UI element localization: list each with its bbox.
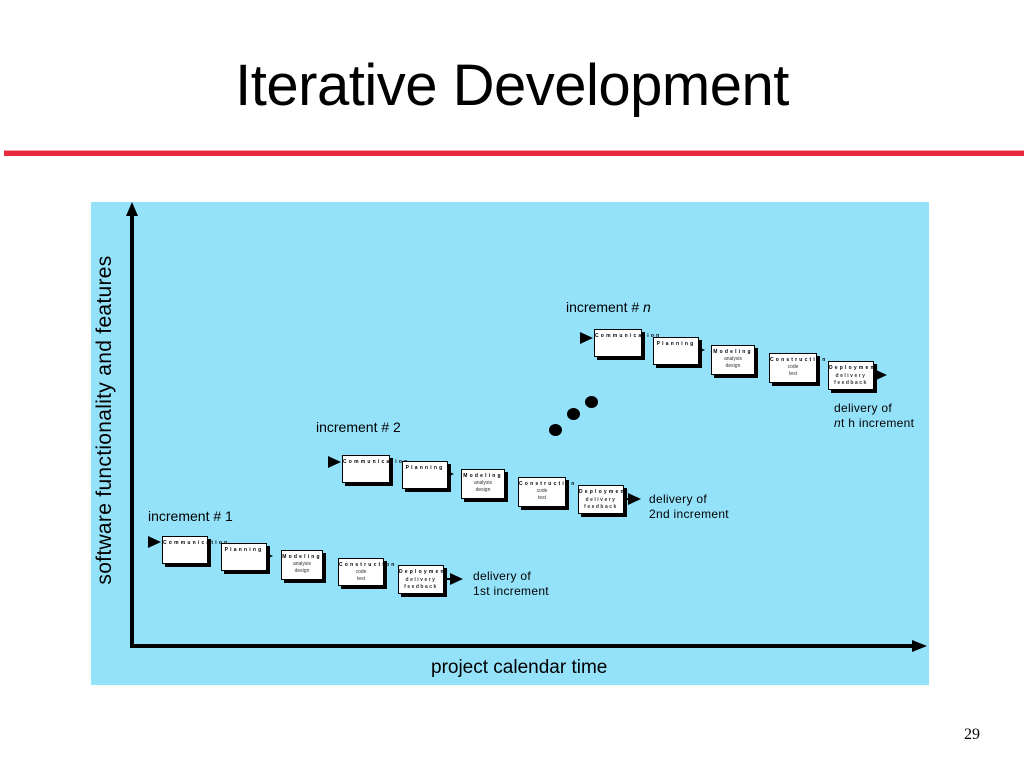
increment-1-planning-box: Planning [221,543,267,571]
page-number: 29 [964,726,980,743]
increment-2-deployment-box: Deployment delivery feedback [578,485,627,514]
increment-2-construction-box: Construction code test [518,477,574,507]
increment-n-end-arrow [874,369,887,381]
increment-n-construction-box: Construction code test [769,353,825,383]
increment-2-end-lead [624,498,630,500]
x-axis-label: project calendar time [431,657,608,678]
increment-n-start-arrow [580,332,593,344]
increment-2-communication-box: Communication [342,455,407,483]
increment-1-arrow-2 [266,553,273,559]
increment-1-end-arrow [450,573,463,585]
ellipsis-dot-2 [567,408,580,420]
y-axis-arrowhead [126,202,138,216]
increment-1-start-arrow [148,536,161,548]
x-axis-arrowhead [912,640,927,652]
increment-n-label: increment # n [566,299,651,315]
increment-n-communication-box: Communication [594,329,659,357]
slide-title: Iterative Development [235,53,789,118]
increment-2-start-arrow [328,456,341,468]
increment-2-end-arrow [628,493,641,505]
increment-n-deployment-box: Deployment delivery feedback [828,361,877,390]
increment-2-label: increment # 2 [316,419,401,435]
increment-n-modeling-box: Modeling analysis design [711,345,755,375]
increment-1-delivery-label: delivery of 1st increment [473,569,549,598]
increment-2-delivery-label: delivery of 2nd increment [649,492,729,521]
increment-1-communication-box: Communication [162,536,227,564]
increment-2-arrow-2 [447,471,454,477]
increment-1-modeling-box: Modeling analysis design [281,550,323,580]
ellipsis-dot-3 [585,396,598,408]
increment-1-construction-box: Construction code test [338,558,394,586]
increment-1-deployment-box: Deployment delivery feedback [398,565,447,594]
ellipsis-dot-1 [549,424,562,436]
increment-1-end-lead [444,578,452,580]
increment-2-modeling-box: Modeling analysis design [461,469,505,499]
increment-n-planning-box: Planning [653,337,699,365]
title-divider [4,150,1024,156]
diagram-panel [91,202,929,685]
increment-n-arrow-2 [698,347,705,353]
increment-2-planning-box: Planning [402,461,448,489]
increment-1-label: increment # 1 [148,508,233,524]
increment-n-delivery-label: delivery of nt h increment [834,401,915,430]
